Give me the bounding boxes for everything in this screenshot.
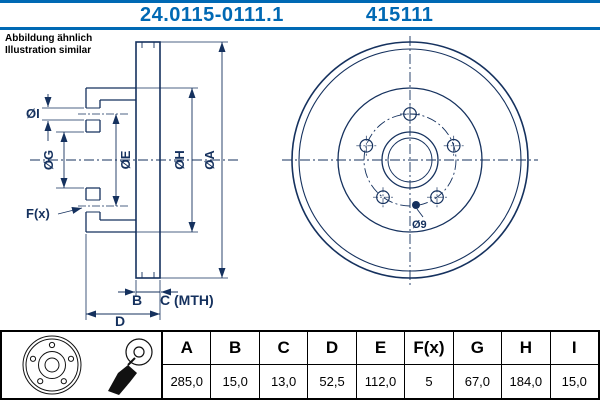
dim-label-b: B bbox=[132, 292, 142, 308]
table-value-c: 13,0 bbox=[258, 365, 307, 398]
dim-label-a: ØA bbox=[202, 150, 217, 170]
dim-label-c: C (MTH) bbox=[160, 292, 214, 308]
dim-label-h: ØH bbox=[172, 150, 187, 170]
dim-label-g: ØG bbox=[41, 150, 56, 170]
table-header-i: I bbox=[549, 332, 598, 365]
table-value-i: 15,0 bbox=[549, 365, 598, 398]
note-line-de: Abbildung ähnlich bbox=[5, 33, 93, 44]
part-number: 24.0115-0111.1 bbox=[140, 3, 284, 26]
table-header-g: G bbox=[452, 332, 502, 365]
front-view bbox=[282, 36, 538, 286]
disc-front-icon bbox=[22, 335, 82, 395]
dim-label-d: D bbox=[115, 313, 125, 329]
table-value-b: 15,0 bbox=[210, 365, 258, 398]
table-icons-cell bbox=[2, 332, 162, 398]
table-value-h: 184,0 bbox=[501, 365, 549, 398]
table-value-g: 67,0 bbox=[452, 365, 501, 398]
mounting-hand-icon bbox=[108, 338, 153, 395]
table-header-b: B bbox=[210, 332, 259, 365]
section-dimension-labels: ØI ØG ØE ØH ØA F(x) B C (MTH) D bbox=[26, 106, 217, 329]
table-header-h: H bbox=[501, 332, 550, 365]
table-header-fx: F(x) bbox=[404, 332, 453, 365]
illustration-note: Abbildung ähnlich Illustration similar bbox=[5, 33, 92, 56]
note-line-en: Illustration similar bbox=[5, 44, 92, 56]
table-header-c: C bbox=[258, 332, 308, 365]
dim-label-i: ØI bbox=[26, 106, 40, 121]
cross-section-view bbox=[30, 41, 240, 320]
table-value-a: 285,0 bbox=[162, 365, 210, 398]
bolt-holes bbox=[356, 104, 464, 208]
header-bar: 24.0115-0111.1 415111 bbox=[0, 0, 600, 30]
dimension-table: A B C D E F(x) G H I 285,0 15,0 13,0 52,… bbox=[0, 330, 600, 400]
technical-drawing: ØI ØG ØE ØH ØA F(x) B C (MTH) D bbox=[26, 36, 538, 329]
table-value-d: 52,5 bbox=[307, 365, 355, 398]
table-value-e: 112,0 bbox=[355, 365, 404, 398]
table-header-e: E bbox=[355, 332, 405, 365]
set-screw-hole bbox=[412, 201, 420, 209]
reference-number: 415111 bbox=[365, 3, 434, 26]
table-value-fx: 5 bbox=[404, 365, 452, 398]
dim-label-fx: F(x) bbox=[26, 206, 50, 221]
table-header-d: D bbox=[307, 332, 356, 365]
set-screw-label: Ø9 bbox=[412, 219, 427, 231]
dim-label-e: ØE bbox=[118, 150, 133, 169]
table-header-a: A bbox=[162, 332, 211, 365]
